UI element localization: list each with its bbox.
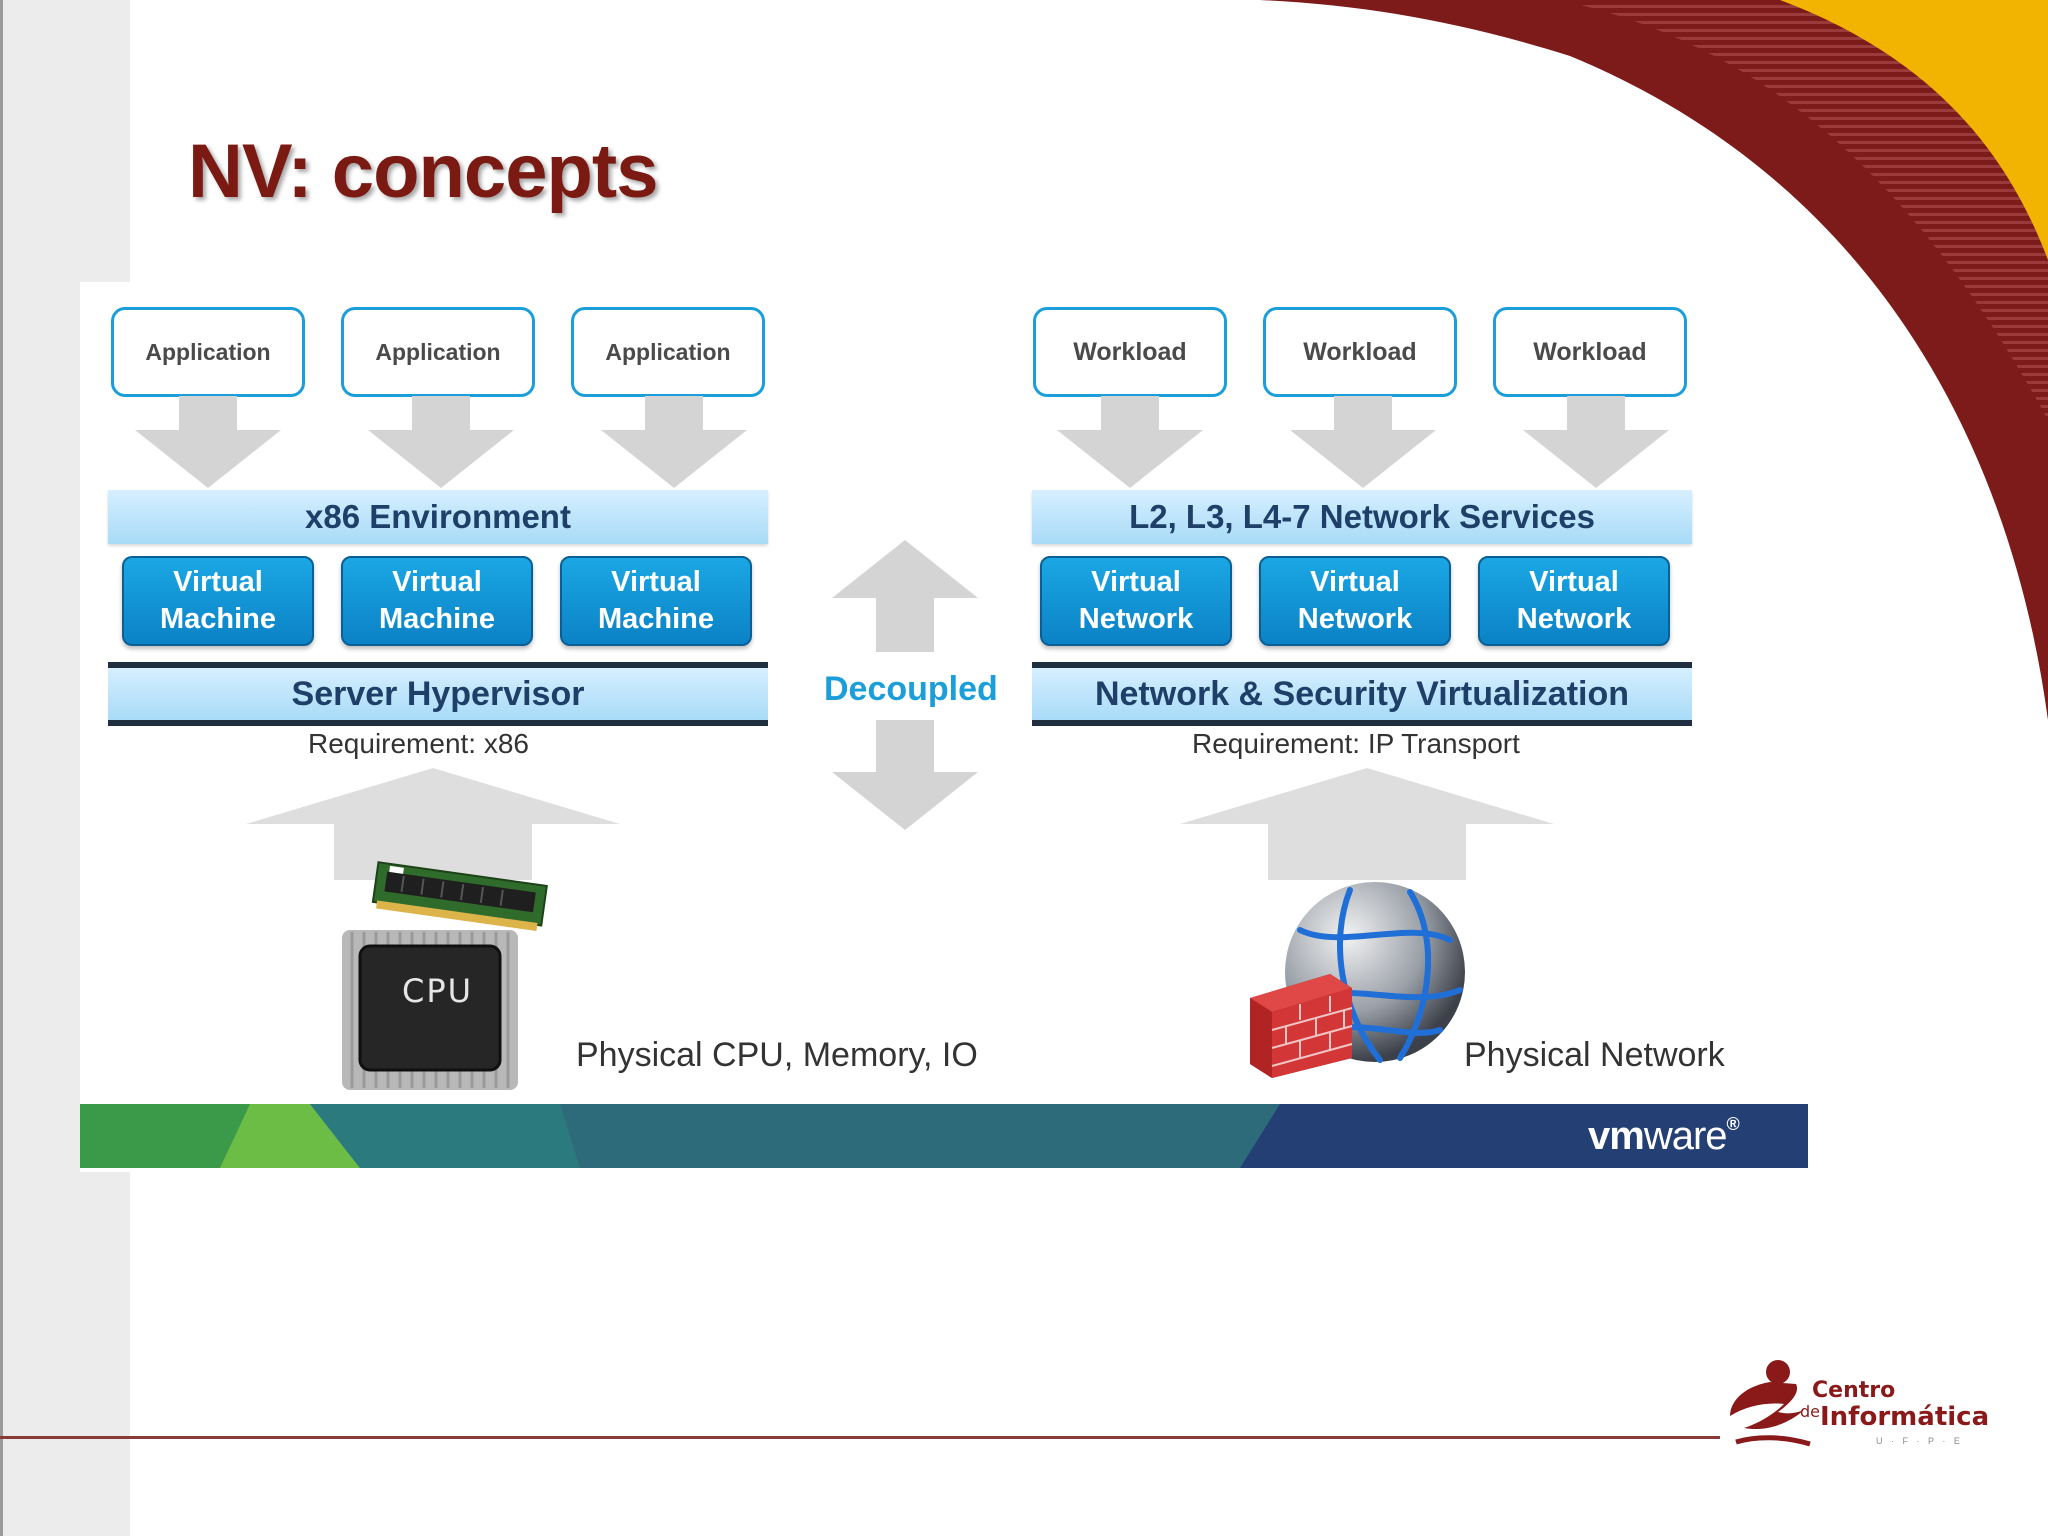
cin-logo-line1: Centro	[1812, 1378, 1896, 1403]
up-arrow-icon	[1180, 768, 1554, 880]
workload-box: Workload	[1493, 307, 1687, 397]
vmware-logo: vmware®	[1588, 1114, 1740, 1159]
application-box: Application	[571, 307, 765, 397]
left-border-line	[0, 0, 3, 1536]
down-arrow-icon	[601, 396, 747, 488]
server-hypervisor-band: Server Hypervisor	[108, 662, 768, 726]
network-services-band: L2, L3, L4-7 Network Services	[1032, 490, 1692, 544]
vbox-line2: Network	[1516, 603, 1632, 635]
memory-module-icon	[371, 861, 548, 931]
vbox-line2: Machine	[159, 603, 277, 635]
vbox-line2: Machine	[597, 603, 715, 635]
footer-divider-line	[0, 1436, 1720, 1439]
down-arrow-icon	[1523, 396, 1669, 488]
down-arrow-icon	[368, 396, 514, 488]
vmware-logo-vm: vm	[1588, 1114, 1645, 1158]
vbox-line1: Virtual	[392, 566, 482, 598]
vmware-logo-mark: ®	[1726, 1114, 1740, 1134]
down-arrow-icon	[832, 720, 978, 830]
requirement-ip-transport: Requirement: IP Transport	[1192, 728, 1520, 759]
network-security-virtualization-band: Network & Security Virtualization	[1032, 662, 1692, 726]
decoupled-label: Decoupled	[824, 670, 998, 708]
up-arrow-icon	[246, 768, 620, 880]
down-arrow-icon	[1057, 396, 1203, 488]
workload-box: Workload	[1033, 307, 1227, 397]
x86-environment-band: x86 Environment	[108, 490, 768, 544]
vbox-line1: Virtual	[1310, 566, 1400, 598]
slide-title: NV: concepts	[188, 129, 658, 214]
cin-logo-mark-icon	[1730, 1360, 1811, 1447]
application-box: Application	[111, 307, 305, 397]
vbox-line1: Virtual	[1091, 566, 1181, 598]
application-box: Application	[341, 307, 535, 397]
vbox-line1: Virtual	[1529, 566, 1619, 598]
vmware-footer-bar	[80, 1104, 1808, 1168]
physical-network-label: Physical Network	[1464, 1036, 1725, 1074]
cin-logo-prefix: de	[1800, 1402, 1820, 1421]
vbox-line1: Virtual	[173, 566, 263, 598]
cpu-chip-label: CPU	[402, 972, 474, 1010]
nv-concepts-diagram: Application Application Application x86 …	[80, 282, 1808, 1172]
cin-logo-name: Informática	[1820, 1402, 1990, 1432]
vbox-line1: Virtual	[611, 566, 701, 598]
vmware-logo-ware: ware	[1643, 1114, 1728, 1158]
cin-logo-line2: deInformática	[1800, 1402, 1989, 1432]
centro-de-informatica-logo: Centro deInformática U · F · P · E	[1726, 1356, 1989, 1452]
firewall-icon	[1250, 974, 1353, 1078]
vbox-line2: Network	[1078, 603, 1194, 635]
cpu-chip-icon	[342, 930, 518, 1090]
requirement-x86: Requirement: x86	[308, 728, 530, 759]
down-arrow-icon	[135, 396, 281, 488]
down-arrow-icon	[1290, 396, 1436, 488]
vbox-line2: Machine	[378, 603, 496, 635]
physical-cpu-label: Physical CPU, Memory, IO	[576, 1036, 978, 1074]
cin-logo-line3: U · F · P · E	[1876, 1436, 1963, 1446]
vbox-line2: Network	[1297, 603, 1413, 635]
workload-box: Workload	[1263, 307, 1457, 397]
up-arrow-icon	[832, 540, 978, 652]
